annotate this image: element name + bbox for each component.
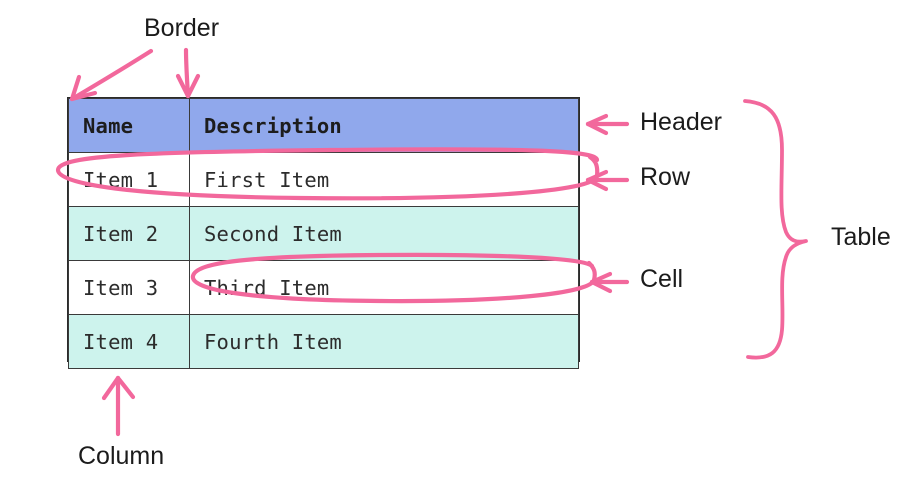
row-arrow-icon bbox=[585, 169, 630, 192]
cell-description: Third Item bbox=[189, 260, 579, 315]
annotation-label-border: Border bbox=[144, 14, 220, 42]
cell-name: Item 1 bbox=[68, 152, 190, 207]
cell-description: First Item bbox=[189, 152, 579, 207]
annotation-label-header: Header bbox=[640, 108, 722, 136]
cell-description: Second Item bbox=[189, 206, 579, 261]
cell-description: Fourth Item bbox=[189, 314, 579, 369]
table-row: Item 3 Third Item bbox=[68, 260, 579, 315]
border-arrow-vertical-icon bbox=[175, 47, 201, 99]
cell-name: Item 3 bbox=[68, 260, 190, 315]
data-table: Name Description Item 1 First Item Item … bbox=[68, 98, 579, 369]
column-arrow-icon bbox=[101, 375, 136, 437]
annotation-label-cell: Cell bbox=[640, 265, 684, 293]
cell-name: Item 4 bbox=[68, 314, 190, 369]
table-header: Name Description bbox=[68, 98, 579, 153]
column-header-name: Name bbox=[68, 98, 190, 153]
table-row: Item 1 First Item bbox=[68, 152, 579, 207]
annotation-label-column: Column bbox=[78, 442, 165, 470]
border-arrow-diagonal-icon bbox=[69, 48, 154, 102]
cell-arrow-icon bbox=[589, 271, 630, 294]
data-table-container: Name Description Item 1 First Item Item … bbox=[67, 97, 580, 369]
column-header-description: Description bbox=[189, 98, 579, 153]
cell-name: Item 2 bbox=[68, 206, 190, 261]
table-body: Item 1 First Item Item 2 Second Item Ite… bbox=[68, 152, 579, 369]
table-row: Item 4 Fourth Item bbox=[68, 314, 579, 369]
annotation-label-table: Table bbox=[831, 223, 891, 251]
table-row: Item 2 Second Item bbox=[68, 206, 579, 261]
table-header-row: Name Description bbox=[68, 98, 579, 153]
table-brace-icon bbox=[743, 99, 808, 360]
annotation-label-row: Row bbox=[640, 163, 691, 191]
header-arrow-icon bbox=[585, 113, 630, 136]
